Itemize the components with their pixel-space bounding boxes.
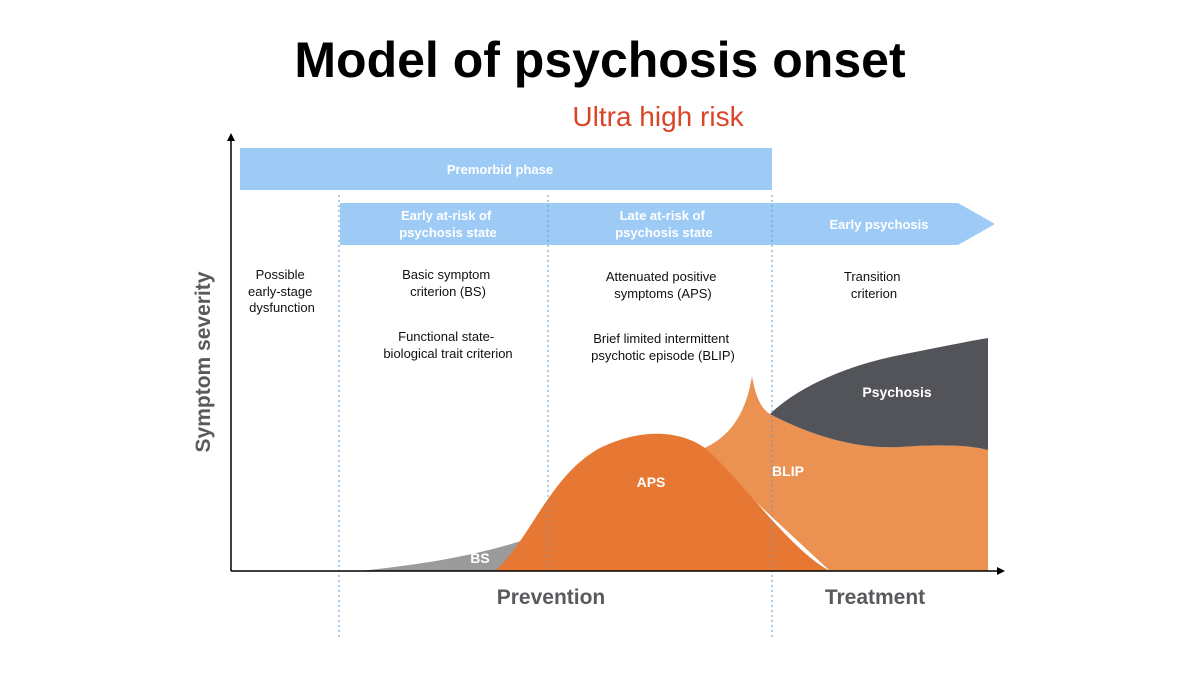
bs-area-label: BS (470, 550, 489, 566)
premorbid-phase-band (240, 148, 772, 190)
treatment-label: Treatment (825, 586, 925, 609)
premorbid-phase-label: Premorbid phase (447, 162, 553, 177)
psychosis-area-label: Psychosis (862, 384, 931, 400)
bs-area (358, 538, 530, 571)
diagram-title: Model of psychosis onset (294, 32, 906, 88)
early-stage-dysfunction-text: Possible early-stage dysfunction (248, 267, 316, 315)
blip-area (700, 376, 988, 571)
aps-area (495, 433, 830, 571)
psychosis-area (770, 338, 988, 450)
y-axis-arrowhead (227, 133, 235, 141)
prevention-label: Prevention (497, 586, 606, 609)
attenuated-positive-symptoms-text: Attenuated positive symptoms (APS) (606, 269, 720, 301)
at-risk-arrow-band (340, 203, 995, 245)
functional-state-criterion-text: Functional state- biological trait crite… (383, 329, 512, 361)
early-psychosis-label: Early psychosis (830, 217, 929, 232)
aps-area-label: APS (637, 474, 666, 490)
early-at-risk-label: Early at-risk of psychosis state (399, 208, 497, 240)
late-at-risk-label: Late at-risk of psychosis state (615, 208, 713, 240)
basic-symptom-criterion-text: Basic symptom criterion (BS) (402, 267, 494, 299)
transition-criterion-text: Transition criterion (844, 269, 904, 301)
blip-area-label: BLIP (772, 463, 804, 479)
blip-description-text: Brief limited intermittent psychotic epi… (591, 331, 735, 363)
ultra-high-risk-label: Ultra high risk (572, 101, 744, 132)
x-axis-arrowhead (997, 567, 1005, 575)
y-axis-label: Symptom severity (192, 271, 215, 452)
